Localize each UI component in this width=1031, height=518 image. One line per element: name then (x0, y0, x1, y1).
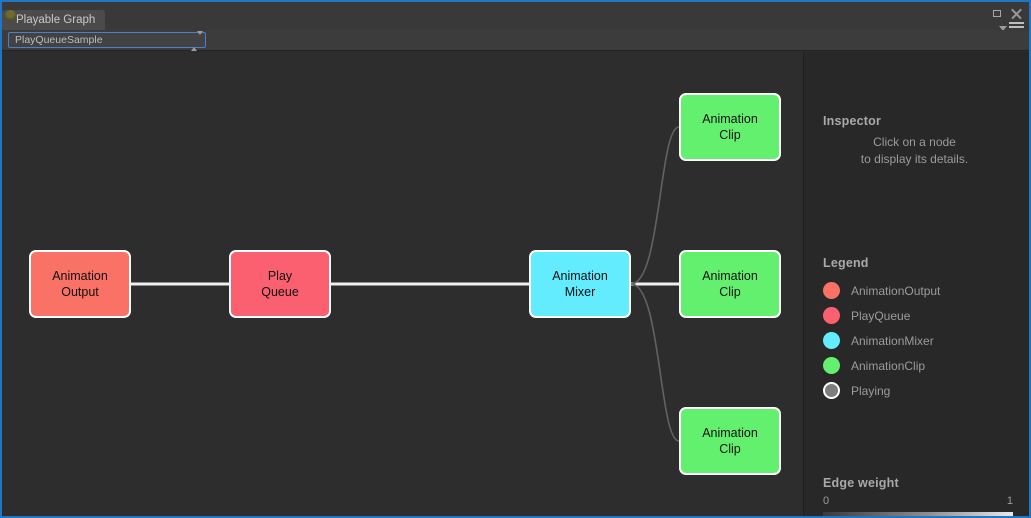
node-label-line1: Animation (702, 426, 758, 440)
legend-label: AnimationClip (851, 358, 926, 373)
legend-label: AnimationOutput (851, 283, 941, 298)
node-label-line2: Clip (719, 285, 741, 299)
legend-row: PlayQueue (823, 303, 1023, 328)
legend-label: AnimationMixer (851, 333, 934, 348)
legend-title: Legend (823, 256, 869, 270)
node-label-line2: Clip (719, 442, 741, 456)
node-label-line2: Output (61, 285, 99, 299)
inspector-hint-line1: Click on a node (873, 135, 956, 149)
legend-row: Playing (823, 378, 1023, 403)
inspector-hint-line2: to display its details. (860, 152, 969, 166)
graph-selector-dropdown[interactable]: PlayQueueSample (8, 31, 206, 51)
close-icon[interactable] (1010, 7, 1023, 20)
legend-row: AnimationOutput (823, 278, 1023, 303)
legend-color-swatch-icon (823, 357, 840, 374)
toolbar: PlayQueueSample (2, 30, 1029, 51)
legend-label: Playing (851, 383, 891, 398)
graph-edge-animation-clip-1-to-animation-mixer (630, 126, 680, 285)
maximize-icon[interactable] (990, 7, 1003, 20)
legend-row: AnimationMixer (823, 328, 1023, 353)
legend-color-swatch-icon (823, 332, 840, 349)
tab-label: Playable Graph (16, 14, 96, 26)
window-titlebar: Playable Graph (2, 2, 1029, 33)
side-panel: Inspector Click on a node to display its… (803, 52, 1029, 516)
inspector-title: Inspector (823, 114, 882, 128)
inspector-hint: Click on a node to display its details. (804, 134, 1029, 168)
node-label-line1: Animation (552, 269, 608, 283)
edge-weight-scale: 0 1 (823, 495, 1013, 507)
node-label-line1: Animation (52, 269, 108, 283)
graph-edges (131, 126, 680, 442)
node-label-line2: Mixer (564, 285, 596, 299)
edge-weight-min: 0 (823, 495, 830, 507)
node-label-line1: Animation (702, 269, 758, 283)
legend-row: AnimationClip (823, 353, 1023, 378)
graph-selector-value: PlayQueueSample (15, 34, 103, 46)
edge-weight-gradient (823, 512, 1013, 516)
legend-color-swatch-icon (823, 282, 840, 299)
graph-edge-animation-clip-3-to-animation-mixer (630, 283, 680, 442)
tab-playable-graph[interactable]: Playable Graph (2, 10, 106, 30)
node-label-line2: Queue (261, 285, 299, 299)
node-label-line2: Clip (719, 128, 741, 142)
node-label-line1: Animation (702, 112, 758, 126)
legend-label: PlayQueue (851, 308, 911, 323)
node-label-line1: Play (267, 269, 293, 283)
unity-window-icon (5, 10, 16, 21)
edge-weight-title: Edge weight (823, 476, 899, 490)
chevron-down-icon (999, 25, 1007, 31)
chevron-updown-icon (191, 31, 203, 51)
edge-weight-max: 1 (1006, 495, 1013, 507)
window-buttons (990, 7, 1023, 20)
legend-color-swatch-icon (823, 307, 840, 324)
legend-color-swatch-icon (823, 382, 840, 399)
